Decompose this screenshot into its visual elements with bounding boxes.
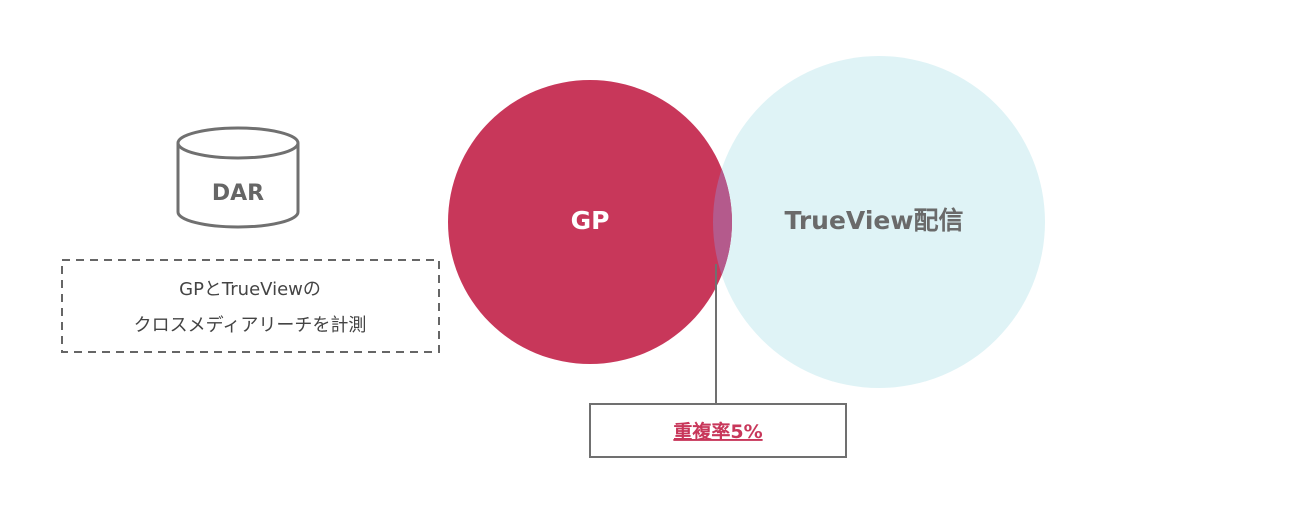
database-icon [176,126,300,229]
note-box [61,259,440,353]
overlap-rate-label: 重複率5% [673,420,762,443]
trueview-circle [713,56,1045,388]
database-label: DAR [212,181,264,206]
note-line-1: GPとTrueViewの [179,279,321,300]
note-line-2: クロスメディアリーチを計測 [134,315,367,336]
trueview-label: TrueView配信 [785,206,964,235]
gp-circle [448,80,732,364]
overlap-box [589,403,847,458]
gp-label: GP [571,206,610,235]
